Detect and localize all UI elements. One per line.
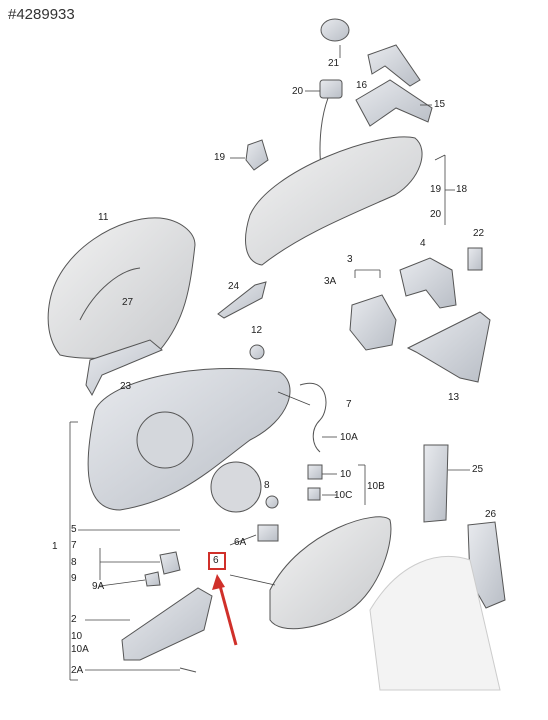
part-4 [399, 257, 457, 309]
label-2a: 2A [71, 665, 84, 676]
part-9a [144, 571, 161, 587]
label-9: 9 [71, 573, 77, 584]
label-20-group: 20 [430, 209, 442, 220]
highlight-arrow [212, 574, 238, 646]
label-10: 10 [340, 469, 352, 480]
label-10b: 10B [367, 481, 385, 492]
part-20 [319, 79, 343, 99]
part-25 [423, 444, 449, 523]
part-11 [47, 217, 196, 359]
label-4: 4 [420, 238, 426, 249]
part-23 [85, 339, 163, 397]
label-25: 25 [472, 464, 484, 475]
label-1: 1 [52, 541, 58, 552]
label-10-group: 10 [71, 631, 83, 642]
part-3 [349, 294, 397, 351]
label-2: 2 [71, 614, 77, 625]
label-8: 8 [264, 480, 270, 491]
label-24: 24 [228, 281, 240, 292]
part-7 [299, 382, 327, 453]
part-9 [159, 551, 181, 575]
label-16: 16 [356, 80, 368, 91]
label-22: 22 [473, 228, 485, 239]
label-6: 6 [213, 555, 219, 566]
label-23: 23 [120, 381, 132, 392]
part-8 [210, 461, 262, 513]
label-15: 15 [434, 99, 446, 110]
part-22 [467, 247, 483, 271]
part-13 [406, 311, 491, 383]
label-19: 19 [214, 152, 226, 163]
label-7: 7 [346, 399, 352, 410]
label-3a: 3A [324, 276, 337, 287]
label-18: 18 [456, 184, 468, 195]
label-5: 5 [71, 524, 77, 535]
label-8-group: 8 [71, 557, 77, 568]
label-6a: 6A [234, 537, 247, 548]
label-19-group: 19 [430, 184, 442, 195]
label-10c: 10C [334, 490, 353, 501]
part-10c [307, 487, 321, 501]
part-19 [245, 139, 269, 171]
label-10a-group: 10A [71, 644, 89, 655]
label-3: 3 [347, 254, 353, 265]
leader-lines [69, 45, 470, 681]
part-2a [179, 667, 197, 673]
part-24 [217, 281, 267, 319]
label-20: 20 [292, 86, 304, 97]
label-7-group: 7 [71, 540, 77, 551]
label-9a: 9A [92, 581, 105, 592]
part-15 [355, 79, 433, 127]
reference-number: #4289933 [8, 6, 75, 23]
part-16 [367, 44, 421, 87]
part-18-mirror [245, 136, 423, 266]
part-6-glass [269, 516, 392, 630]
label-11: 11 [98, 212, 109, 223]
car-door-silhouette [369, 556, 501, 691]
label-12: 12 [251, 325, 263, 336]
label-27: 27 [122, 297, 134, 308]
label-10a: 10A [340, 432, 358, 443]
part-6a [257, 524, 279, 542]
part-21 [320, 18, 350, 42]
label-13: 13 [448, 392, 460, 403]
part-12 [249, 344, 265, 360]
label-26: 26 [485, 509, 497, 520]
label-21: 21 [328, 58, 340, 69]
part-2 [121, 587, 213, 661]
part-10 [307, 464, 323, 480]
part-6-highlight-box [208, 552, 226, 570]
